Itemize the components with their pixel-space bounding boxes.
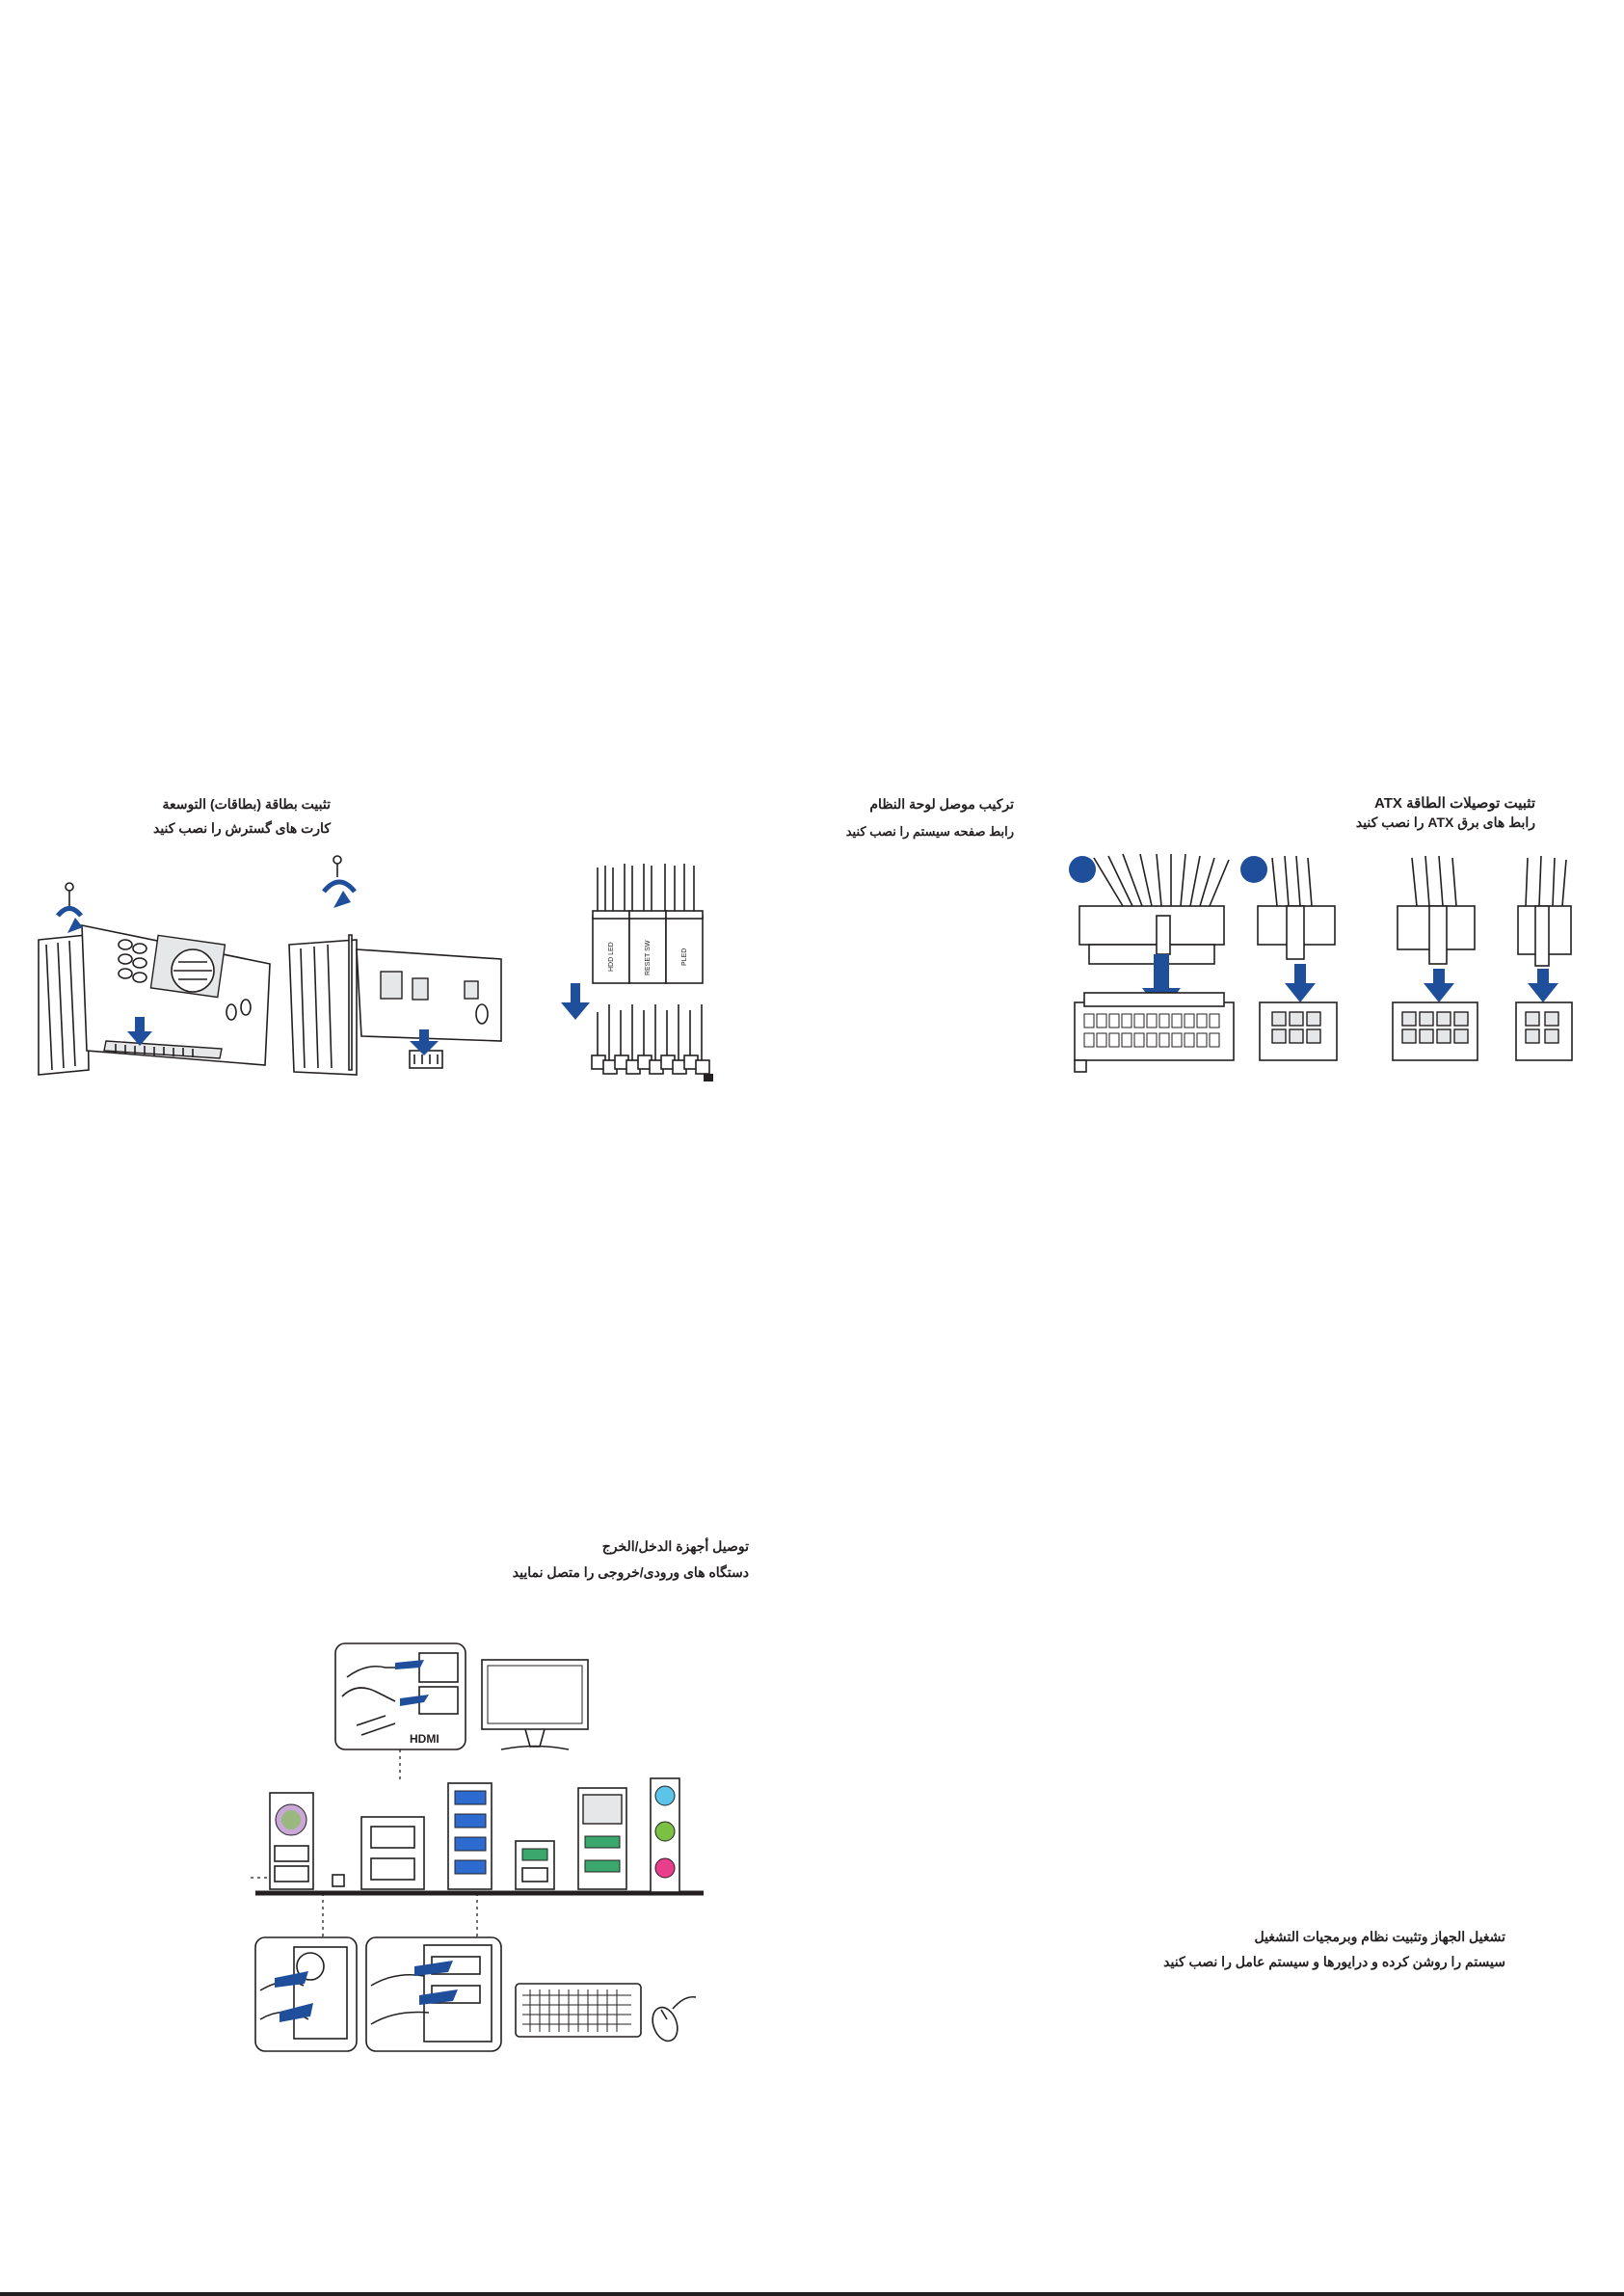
panel-connector-illustration: HDD LED RESET SW PLED bbox=[561, 864, 713, 1081]
screw-icon bbox=[65, 882, 74, 892]
expansion-card-illustration bbox=[38, 855, 502, 1076]
panel-label-pled: PLED bbox=[681, 948, 688, 966]
panel-label-hdd: HDD LED bbox=[608, 942, 615, 972]
atx-8pin-b bbox=[1392, 855, 1478, 1061]
expansion-title-ar: تثبيت بطاقة (بطاقات) التوسعة bbox=[162, 796, 331, 812]
atx-title-ar: تثبيت توصيلات الطاقة ATX bbox=[1374, 795, 1535, 812]
atx-title-fa: رابط های برق ATX را نصب کنید bbox=[1355, 814, 1535, 830]
expansion-left-case bbox=[38, 882, 271, 1076]
io-illustration: HDMI bbox=[251, 1642, 704, 2052]
atx-24pin bbox=[1069, 853, 1235, 1073]
power-title-fa: سیستم را روشن کرده و درایورها و سیستم عا… bbox=[1163, 1954, 1505, 1969]
panel-title-fa: رابط صفحه سیستم را نصب کنید bbox=[845, 824, 1014, 839]
ps2-callout bbox=[254, 1936, 358, 2052]
atx-power-illustration bbox=[1069, 853, 1573, 1073]
keyboard-icon bbox=[515, 1983, 642, 2038]
atx-8pin-a bbox=[1240, 855, 1338, 1061]
panel-label-reset: RESET SW bbox=[645, 940, 652, 975]
io-title-ar: توصيل أجهزة الدخل/الخرج bbox=[601, 1538, 749, 1554]
expansion-title-fa: کارت های گسترش را نصب کنید bbox=[152, 820, 331, 836]
io-title-fa: دستگاه های ورودی/خروجی را متصل نمایید bbox=[512, 1564, 749, 1580]
mouse-icon bbox=[652, 1995, 697, 2042]
monitor-icon bbox=[481, 1659, 589, 1750]
power-title-ar: تشغيل الجهاز وتثبيت نظام وبرمجيات التشغي… bbox=[1254, 1929, 1505, 1944]
down-arrow-icon bbox=[561, 983, 590, 1020]
hdmi-callout: HDMI bbox=[334, 1642, 466, 1750]
rear-io-panel bbox=[251, 1777, 704, 1896]
hdmi-logo: HDMI bbox=[410, 1732, 439, 1746]
panel-title-ar: تركيب موصل لوحة النظام bbox=[869, 796, 1014, 812]
page-footer-rule bbox=[0, 2292, 1624, 2296]
expansion-right-case bbox=[288, 855, 502, 1076]
atx-4pin bbox=[1515, 855, 1573, 1061]
usb-callout bbox=[365, 1936, 502, 2052]
